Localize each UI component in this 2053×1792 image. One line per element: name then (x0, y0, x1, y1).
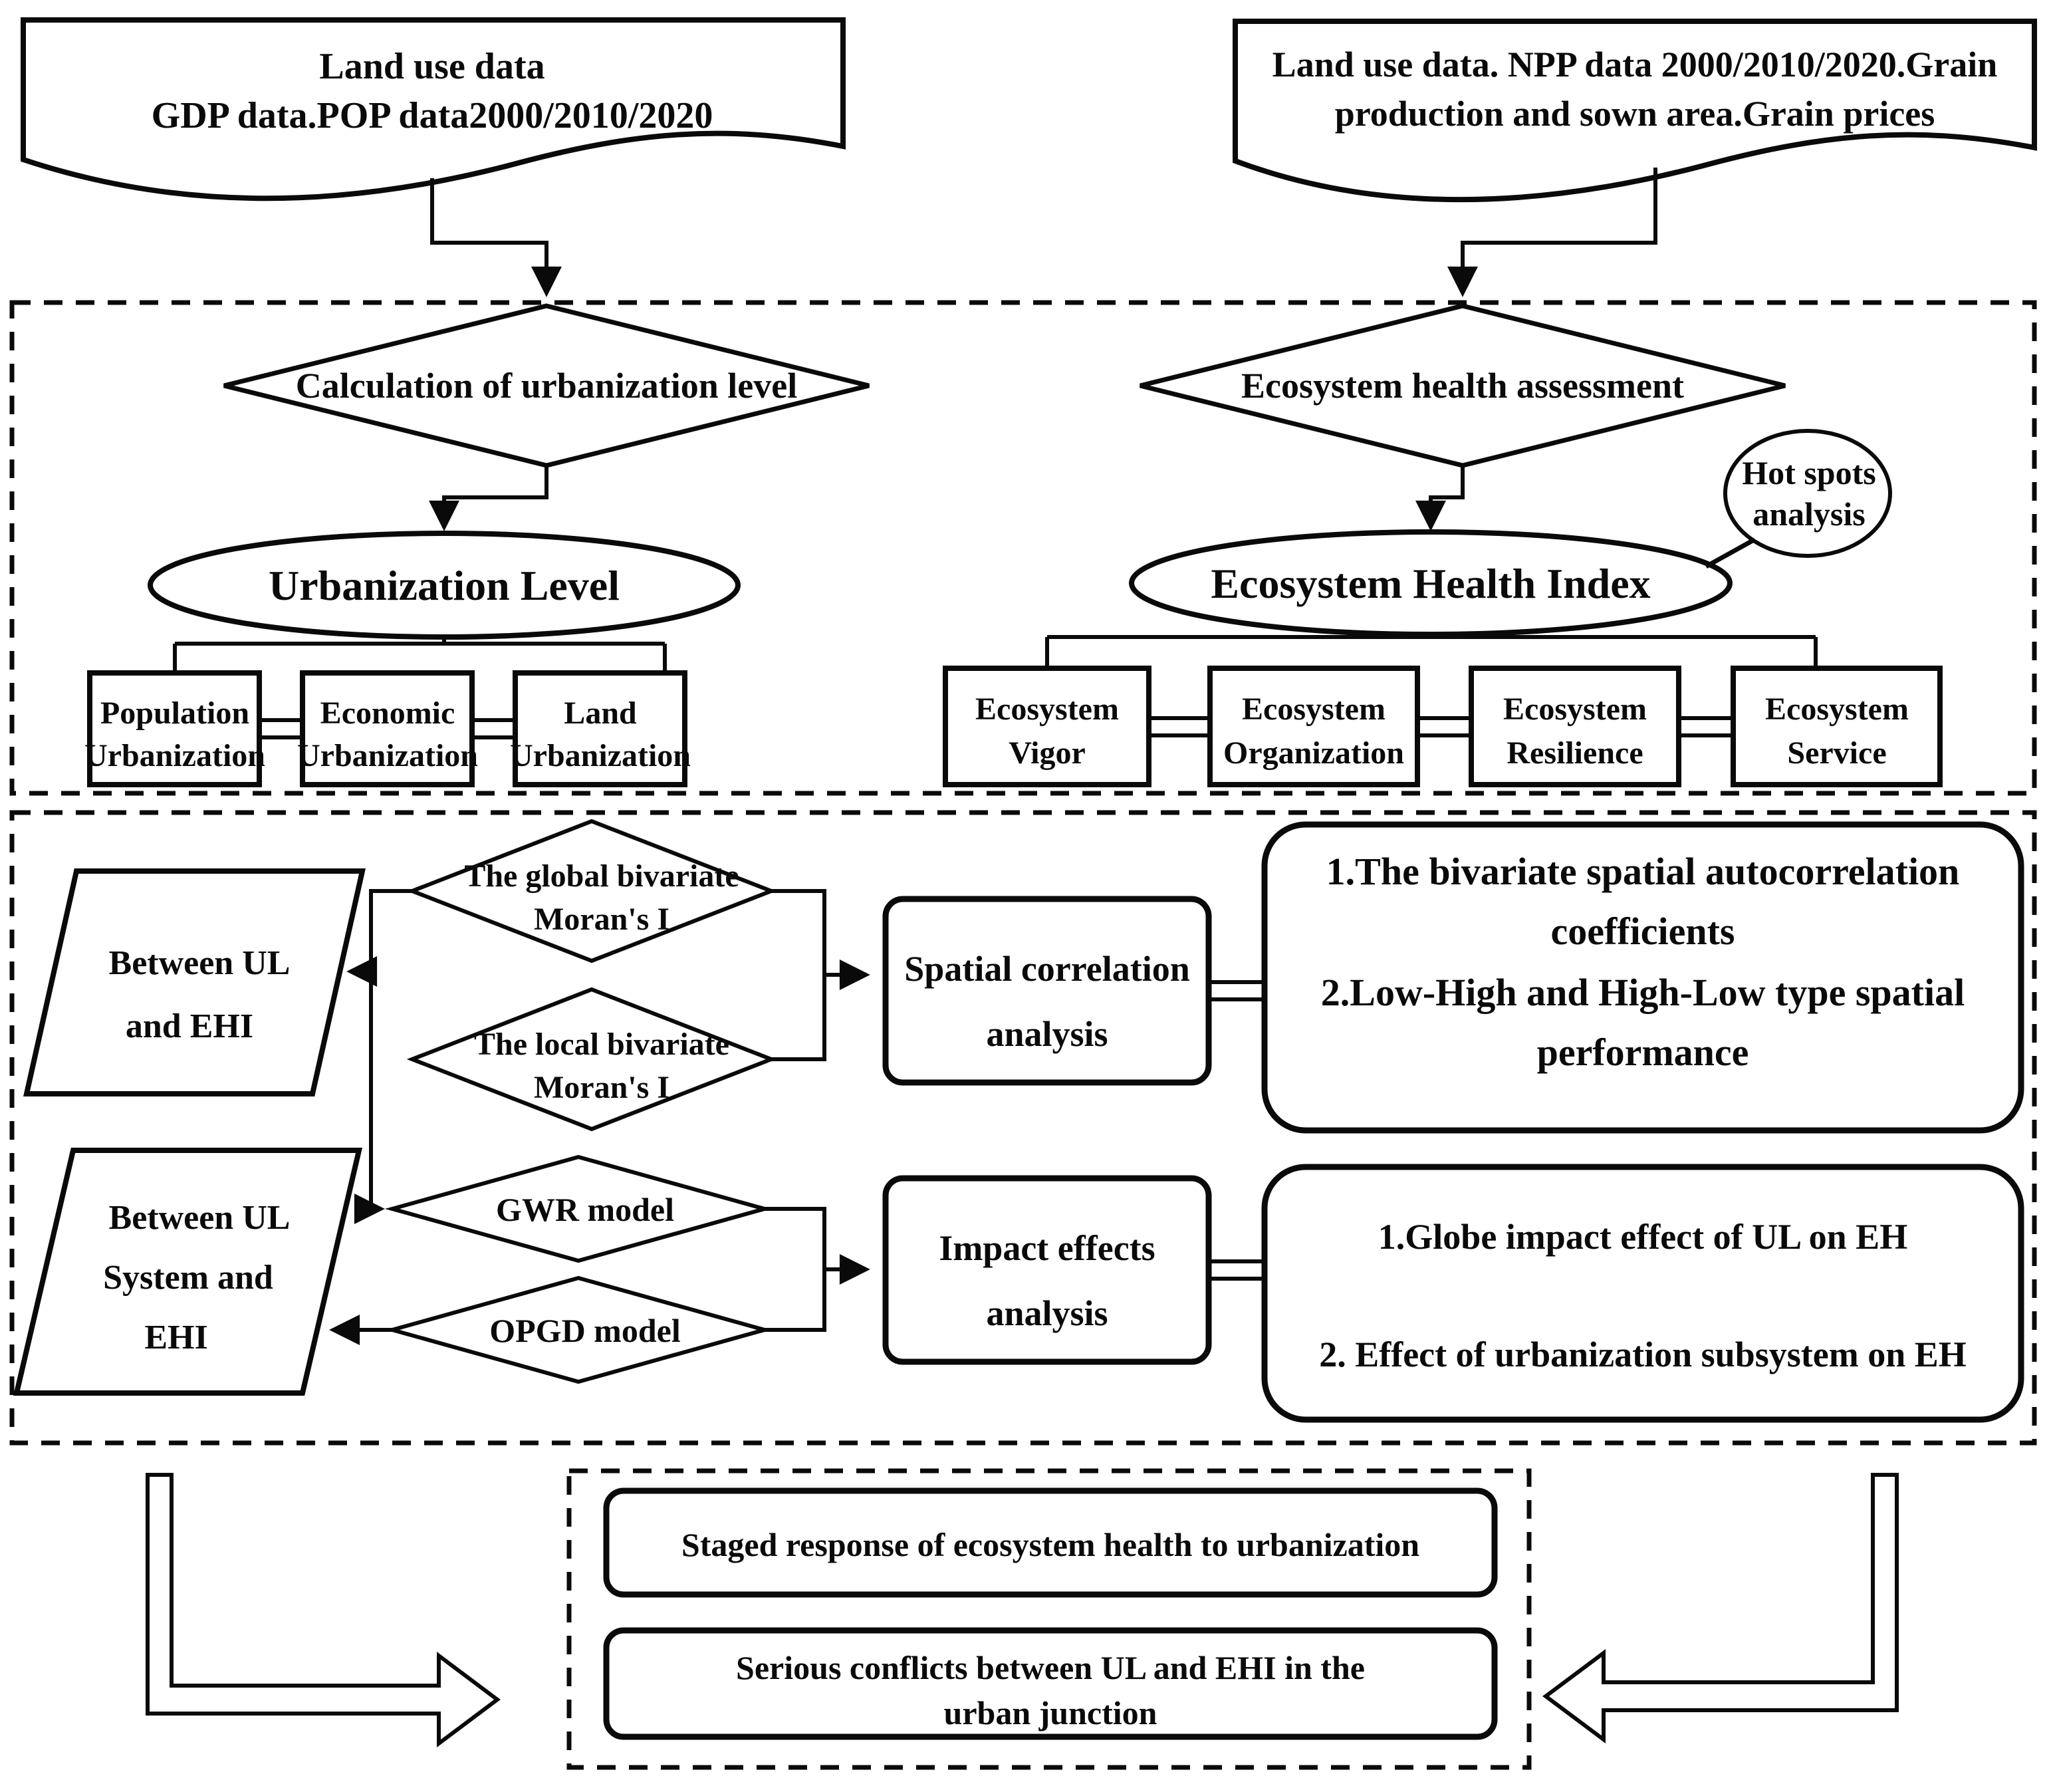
box-ecosystem-service (1731, 666, 1943, 787)
land-urbanization-line2: Urbanization (510, 738, 691, 773)
parallelogram-between-ul-ehi (23, 868, 366, 1096)
ellipse-hot-spots-analysis (1723, 429, 1892, 558)
box-economic-urbanization (300, 670, 475, 787)
bracket-ul-subindicators (173, 637, 667, 673)
double-link-spatial-results (1209, 980, 1265, 1001)
decision-eha-label: Ecosystem health assessment (1241, 366, 1684, 406)
hotspots-line2: analysis (1752, 495, 1866, 533)
land-urbanization-line1: Land (564, 696, 637, 731)
staged-response-label: Staged response of ecosystem health to u… (681, 1526, 1419, 1563)
economic-urbanization-line2: Urbanization (297, 738, 478, 773)
section-indicator-calculation (9, 300, 2037, 796)
double-links-eh-boxes (1149, 716, 1733, 737)
ecosystem-service-line2: Service (1787, 735, 1886, 771)
spatial-results-line2: coefficients (1551, 910, 1735, 953)
impact-results-line2: 2. Effect of urbanization subsystem on E… (1319, 1335, 1967, 1374)
impact-results-line1: 1.Globe impact effect of UL on EH (1378, 1217, 1907, 1257)
spatial-correlation-line2: analysis (986, 1014, 1108, 1054)
between-ul-ehi-line2: and EHI (126, 1007, 253, 1045)
economic-urbanization-line1: Economic (320, 696, 455, 731)
serious-conflicts-line1: Serious conflicts between UL and EHI in … (736, 1649, 1365, 1686)
rail-moran-to-spatial (771, 889, 866, 1061)
box-population-urbanization (87, 670, 262, 787)
parallelogram-between-ul-system-ehi (13, 1148, 363, 1396)
document-npp-grain: Land use data. NPP data 2000/2010/2020.G… (1233, 19, 2037, 203)
ecosystem-resilience-line1: Ecosystem (1503, 692, 1647, 727)
document-landuse-gdp-line2: GDP data.POP data2000/2010/2020 (152, 95, 713, 136)
decision-opgd-model (384, 1275, 773, 1384)
population-urbanization-line2: Urbanization (84, 738, 265, 773)
serious-conflicts-line2: urban junction (944, 1694, 1157, 1731)
section-conclusions (566, 1468, 1532, 1770)
connector-docright-to-decision (1447, 168, 1657, 297)
document-npp-grain-line1: Land use data. NPP data 2000/2010/2020.G… (1272, 45, 1998, 84)
box-impact-results (1261, 1164, 2024, 1423)
document-shape (21, 17, 846, 201)
moran-local-line1: The local bivariate (474, 1027, 729, 1062)
document-landuse-gdp-pop: Land use data GDP data.POP data2000/2010… (21, 17, 846, 201)
rail-left-methods (354, 889, 412, 1224)
big-arrow-right (1542, 1473, 1899, 1743)
ecosystem-health-index-label: Ecosystem Health Index (1211, 560, 1650, 607)
box-ecosystem-organization (1207, 666, 1420, 787)
moran-global-line1: The global bivariate (464, 858, 739, 894)
between-ul-system-line1: Between UL (109, 1199, 291, 1237)
box-impact-effects-analysis (882, 1175, 1212, 1365)
opgd-model-label: OPGD model (489, 1312, 681, 1349)
gwr-model-label: GWR model (496, 1191, 674, 1228)
box-land-urbanization (513, 670, 687, 787)
ecosystem-organization-line2: Organization (1223, 735, 1404, 771)
spatial-results-line4: performance (1537, 1031, 1749, 1074)
ecosystem-vigor-line2: Vigor (1009, 735, 1086, 771)
double-link-impact-results (1209, 1259, 1265, 1281)
rail-models-to-impact (765, 1207, 866, 1332)
document-landuse-gdp-line1: Land use data (319, 46, 544, 87)
between-ul-ehi-line1: Between UL (109, 944, 291, 982)
spatial-correlation-line1: Spatial correlation (904, 949, 1189, 989)
decision-global-bivariate-morans-i (406, 819, 777, 963)
connector-decision-to-ehi-ellipse (1415, 465, 1465, 531)
section-analysis-methods (9, 810, 2037, 1446)
impact-effects-line1: Impact effects (939, 1228, 1155, 1268)
ecosystem-service-line1: Ecosystem (1765, 692, 1909, 727)
big-arrow-left (146, 1473, 501, 1747)
ecosystem-vigor-line1: Ecosystem (975, 692, 1119, 727)
box-spatial-correlation-analysis (882, 896, 1212, 1086)
document-shape (1233, 19, 2037, 203)
moran-global-line2: Moran's I (534, 902, 669, 937)
moran-local-line2: Moran's I (534, 1070, 669, 1105)
between-ul-system-line3: EHI (144, 1319, 207, 1356)
decision-local-bivariate-morans-i (406, 987, 777, 1132)
box-serious-conflicts (603, 1627, 1498, 1740)
decision-gwr-model (384, 1154, 773, 1263)
ecosystem-organization-line1: Ecosystem (1242, 692, 1386, 727)
decision-calculation-label: Calculation of urbanization level (296, 366, 798, 406)
ecosystem-resilience-line2: Resilience (1507, 735, 1643, 771)
between-ul-system-line2: System and (103, 1259, 273, 1297)
document-npp-grain-line2: production and sown area.Grain prices (1335, 94, 1935, 134)
spatial-results-line1: 1.The bivariate spatial autocorrelation (1326, 850, 1960, 893)
connector-docleft-to-decision (430, 178, 562, 297)
impact-effects-line2: analysis (986, 1293, 1108, 1333)
urbanization-level-label: Urbanization Level (269, 562, 620, 609)
double-links-ul-boxes (259, 718, 515, 739)
hotspots-line1: Hot spots (1742, 454, 1875, 491)
ul-subindicator-boxes: Population Urbanization Economic Urbaniz… (84, 670, 691, 787)
box-spatial-results (1261, 821, 2024, 1134)
box-ecosystem-vigor (943, 666, 1151, 787)
bracket-eh-subindicators (1045, 634, 1818, 668)
spatial-results-line3: 2.Low-High and High-Low type spatial (1321, 971, 1965, 1014)
box-ecosystem-resilience (1469, 666, 1681, 787)
eh-subindicator-boxes: Ecosystem Vigor Ecosystem Organization E… (943, 666, 1943, 787)
population-urbanization-line1: Population (100, 696, 249, 731)
box-staged-response (603, 1487, 1498, 1598)
connector-decision-to-ul-ellipse (429, 465, 548, 531)
